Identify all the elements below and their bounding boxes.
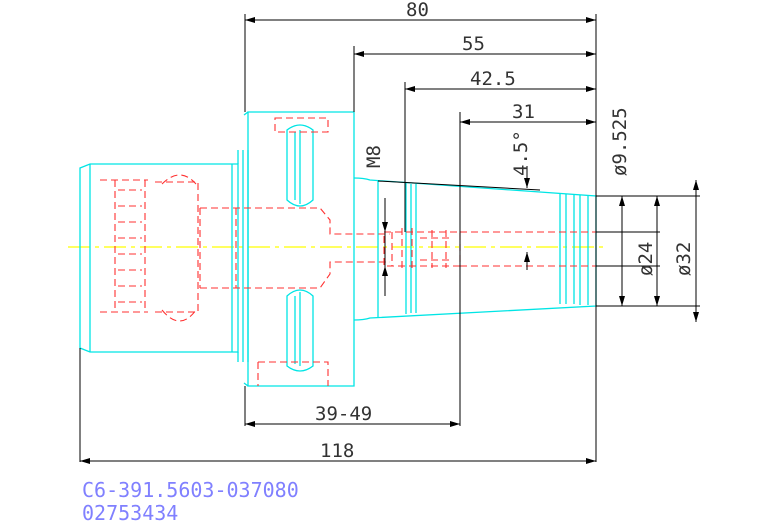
dimension-lines: [79, 14, 700, 464]
keyway-bottom: [257, 361, 329, 386]
shank-outline: [79, 163, 239, 353]
pull-stud-bore: [100, 179, 148, 313]
dim-dia-9-525: ø9.525: [609, 107, 631, 176]
top-slot: [286, 124, 314, 207]
dim-dia-24: ø24: [635, 242, 657, 276]
dim-dia-32: ø32: [673, 242, 695, 276]
dim-m8: M8: [363, 145, 385, 168]
dim-118: 118: [320, 440, 354, 462]
main-bore: [200, 207, 390, 289]
dim-angle: 4.5°: [510, 130, 532, 176]
part-number: C6-391.5603-037080: [82, 478, 299, 502]
bottom-slot: [286, 289, 314, 372]
keyway-top: [274, 117, 329, 133]
collet-bore: [383, 231, 461, 267]
dim-42-5: 42.5: [470, 68, 516, 90]
dim-55: 55: [462, 33, 485, 55]
dim-80: 80: [406, 0, 429, 21]
flange-outline: [247, 111, 355, 387]
item-number: 02753434: [82, 501, 178, 523]
dim-39-49: 39-49: [315, 403, 372, 425]
dim-31: 31: [512, 101, 535, 123]
